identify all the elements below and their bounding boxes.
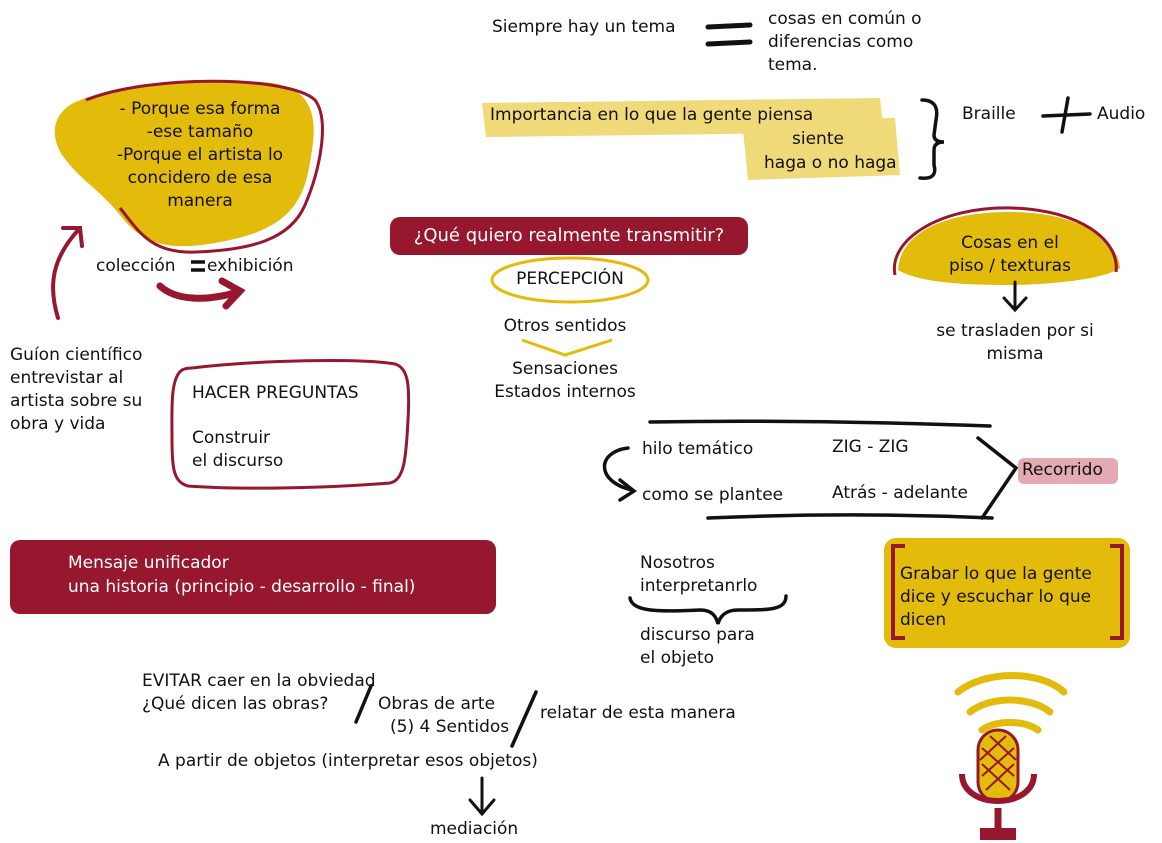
importancia-line-1: Importancia en lo que la gente piensa [490, 105, 814, 125]
hilo-label: hilo temático [642, 439, 754, 459]
maroon-equals [191, 260, 205, 272]
plantee-label: como se plantee [642, 485, 784, 505]
dome-below-1: se trasladen por si [936, 321, 1094, 341]
sensaciones-label: Sensaciones [512, 359, 618, 379]
mensaje-box [10, 540, 496, 614]
arrow-coleccion-exhibicion [156, 277, 246, 310]
nosotros-brace [628, 594, 788, 625]
exhibicion-label: exhibición [207, 256, 294, 276]
tema-line-1: cosas en común o [768, 9, 922, 29]
v-connector [521, 338, 613, 357]
preguntas-line-1: Construir [192, 428, 271, 448]
grabar-line-2: dice y escuchar lo que [900, 587, 1092, 607]
nosotros-line-2: interpretanrlo [640, 576, 758, 596]
obras-label: Obras de arte [378, 694, 496, 714]
discurso-line-1: discurso para [640, 625, 755, 645]
sentidos-label: (5) 4 Sentidos [390, 717, 510, 737]
dome-line-1: Cosas en el [961, 233, 1059, 253]
tema-line-3: tema. [768, 55, 818, 75]
transmitir-question: ¿Qué quiero realmente transmitir? [413, 225, 725, 246]
preguntas-line-2: el discurso [192, 451, 284, 471]
percepcion-label: PERCEPCIÓN [516, 269, 624, 289]
highlighter-band [482, 98, 900, 180]
arrow-down-dome [1002, 280, 1028, 313]
evitar-slashes [354, 684, 538, 748]
discurso-line-2: el objeto [640, 648, 715, 668]
blob-line-1: - Porque esa forma [119, 99, 281, 119]
grabar-line-3: dicen [900, 610, 947, 630]
percepcion-ellipse [490, 256, 650, 304]
evitar-line-2: ¿Qué dicen las obras? [142, 694, 329, 714]
importancia-line-2: siente [792, 129, 844, 149]
importancia-line-3: haga o no haga [764, 153, 897, 173]
microphone-icon [954, 672, 1068, 840]
grabar-line-1: Grabar lo que la gente [900, 564, 1092, 584]
dome-line-2: piso / texturas [949, 256, 1071, 276]
nosotros-line-1: Nosotros [640, 553, 715, 573]
preguntas-box [170, 359, 411, 490]
recorrido-highlight [1018, 458, 1118, 484]
atras-label: Atrás - adelante [832, 483, 968, 503]
arrow-hilo-to-como [602, 446, 638, 502]
tema-label: Siempre hay un tema [492, 17, 676, 37]
dome-below-2: misma [986, 344, 1044, 364]
yellow-blob-shape [54, 79, 324, 254]
relatar-label: relatar de esta manera [540, 703, 736, 723]
equals-sign [705, 22, 753, 47]
transmitir-box [390, 217, 748, 255]
plus-sign [1041, 96, 1092, 134]
blob-line-2: -ese tamaño [146, 122, 254, 142]
blob-line-5: manera [167, 191, 233, 211]
yellow-dome-shape [892, 206, 1120, 285]
estados-label: Estados internos [494, 382, 636, 402]
mediacion-label: mediación [430, 819, 519, 839]
grabar-box-shape [884, 538, 1130, 648]
evitar-line-1: EVITAR caer en la obviedad [142, 671, 376, 691]
mensaje-line-1: Mensaje unificador [68, 553, 229, 573]
bracket-right [918, 98, 945, 180]
guion-line-4: obra y vida [10, 414, 106, 434]
arrow-down-mediacion [468, 776, 496, 817]
guion-line-2: entrevistar al [10, 368, 124, 388]
preguntas-title: HACER PREGUNTAS [192, 383, 359, 403]
blob-line-3: -Porque el artista lo [116, 145, 284, 165]
audio-label: Audio [1097, 104, 1146, 124]
recorrido-label: Recorrido [1022, 460, 1103, 480]
tema-line-2: diferencias como [768, 32, 914, 52]
guion-line-3: artista sobre su [10, 391, 143, 411]
guion-line-1: Guíon científico [10, 345, 143, 365]
zig-label: ZIG - ZIG [832, 437, 909, 457]
braille-label: Braille [962, 104, 1016, 124]
mensaje-line-2: una historia (principio - desarrollo - f… [68, 577, 416, 597]
otros-sentidos: Otros sentidos [503, 316, 627, 336]
blob-line-4: concidero de esa [127, 168, 273, 188]
arrow-up-to-blob [51, 226, 84, 320]
coleccion-label: colección [96, 256, 176, 276]
recorrido-lines [648, 419, 1019, 520]
partir-label: A partir de objetos (interpretar esos ob… [158, 751, 538, 771]
